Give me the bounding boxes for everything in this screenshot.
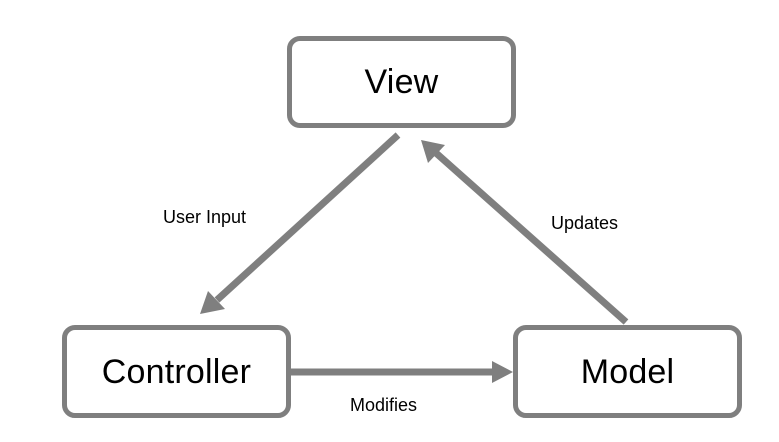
user-input-label: User Input — [163, 207, 247, 227]
arrowhead-model-to-view — [421, 140, 445, 163]
arrowhead-controller-to-model — [492, 361, 513, 383]
view-node: View — [287, 36, 516, 128]
arrow-view-to-controller — [214, 132, 401, 303]
model-node: Model — [513, 325, 742, 418]
controller-node-label: Controller — [101, 352, 252, 391]
view-node-label: View — [364, 63, 439, 101]
arrowhead-view-to-controller — [200, 291, 225, 314]
arrow-model-to-view — [433, 150, 629, 325]
controller-node: Controller — [62, 325, 291, 418]
updates-label: Updates — [551, 213, 619, 233]
model-node-label: Model — [580, 352, 675, 391]
modifies-label: Modifies — [350, 395, 418, 415]
